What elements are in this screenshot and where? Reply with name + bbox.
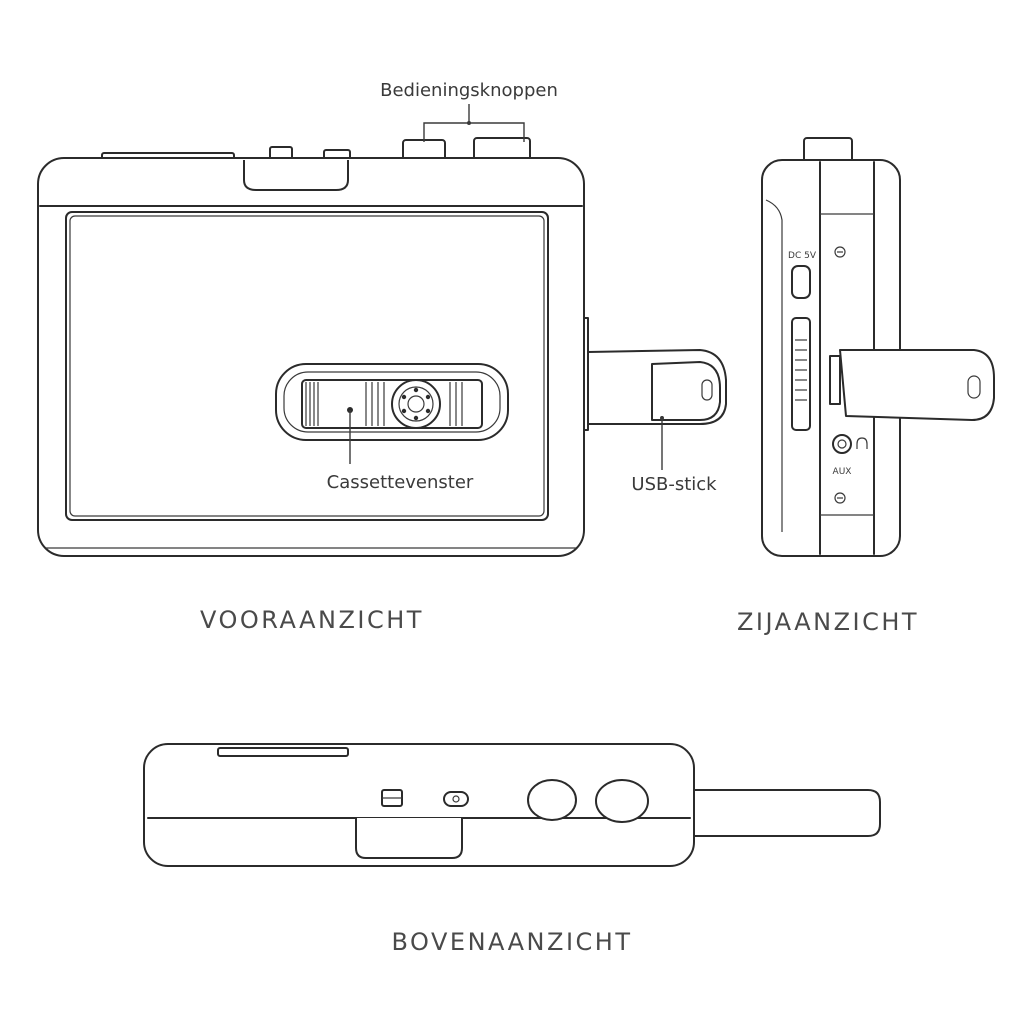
top-button-1 [527,779,577,821]
front-view: Bedieningsknoppen Cassettevenster USB-st… [37,80,727,634]
top-slider [217,747,349,757]
door-tab-top [355,818,463,859]
side-top-button [803,137,853,163]
view-title-front: VOORAANZICHT [200,606,424,634]
callout-window-label: Cassettevenster [327,472,474,493]
aux-jack [832,434,852,454]
top-view: BOVENAANZICHT [143,743,881,956]
usb-stick-top [687,789,881,837]
screw-icon [834,246,846,258]
cassette-window [275,363,509,441]
headphones-icon [856,437,868,449]
door-tab [243,160,349,191]
callout-buttons-label: Bedieningsknoppen [380,80,558,101]
callout-buttons: Bedieningsknoppen [380,80,558,142]
usb-stick-front [577,317,727,431]
top-button-2 [595,779,649,823]
cassette-reel-icon [391,379,441,429]
top-jack [443,791,469,807]
view-title-side: ZIJAANZICHT [737,608,919,636]
top-body [143,743,695,867]
volume-wheel [791,317,811,431]
front-panel [65,211,549,521]
aux-label: AUX [833,467,852,477]
side-view: DC 5V AUX ZIJAANZICHT [737,137,995,636]
screw-icon [834,492,846,504]
dc-port [791,265,811,299]
front-body [37,157,585,557]
dc-label: DC 5V [788,251,817,261]
usb-stick-side [829,349,995,421]
callout-usb-label: USB-stick [631,474,717,495]
view-title-top: BOVENAANZICHT [392,928,633,956]
callout-usb: USB-stick [631,416,717,495]
callout-window: Cassettevenster [327,410,474,493]
